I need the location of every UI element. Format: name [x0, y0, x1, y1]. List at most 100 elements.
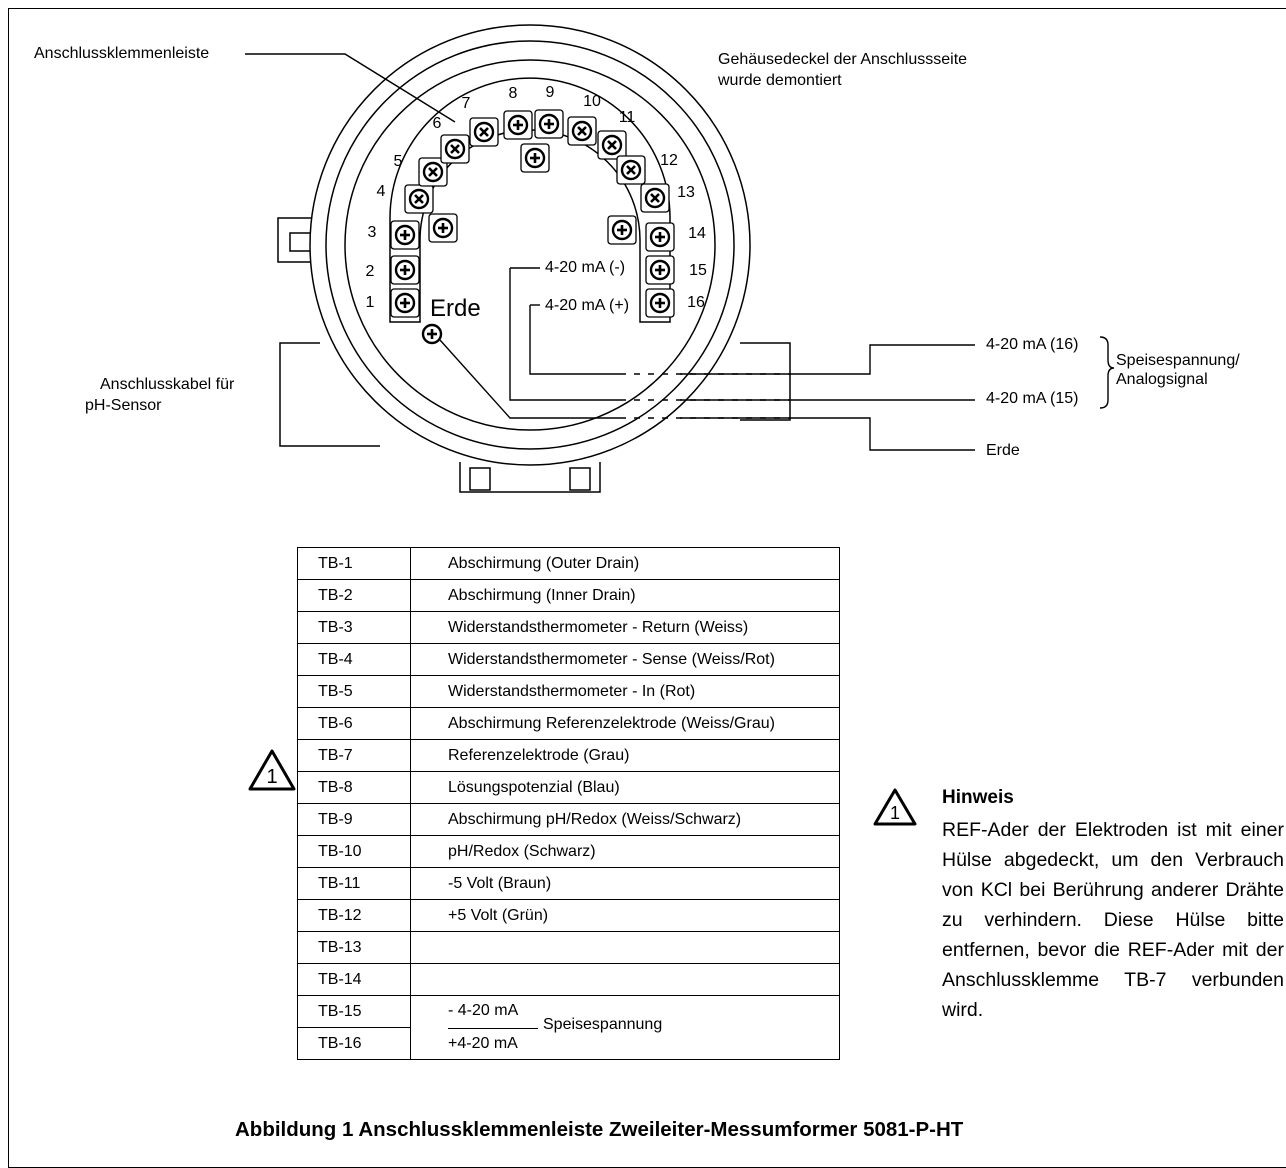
inner-screw — [428, 213, 458, 243]
terminal-number: 6 — [432, 115, 442, 132]
terminal-number: 11 — [618, 109, 636, 126]
earth-screw — [421, 323, 443, 345]
plus-wire-label: 4-20 mA (+) — [545, 297, 630, 314]
tb-cell: TB-15 — [297, 995, 411, 1028]
tb-cell: TB-5 — [297, 675, 411, 708]
description-cell — [410, 931, 840, 964]
tb-cell: TB-9 — [297, 803, 411, 836]
terminal-number: 14 — [688, 225, 706, 242]
description-cell: pH/Redox (Schwarz) — [410, 835, 840, 868]
table-row: TB-13 — [297, 931, 840, 964]
description-cell: Widerstandsthermometer - Return (Weiss) — [410, 611, 840, 644]
cable-label-line2: pH-Sensor — [85, 397, 162, 414]
terminal-screw — [645, 288, 675, 318]
svg-text:1: 1 — [266, 766, 277, 788]
terminal-screw — [640, 183, 670, 213]
minus-wire-label: 4-20 mA (-) — [545, 259, 626, 276]
tb-cell: TB-12 — [297, 899, 411, 932]
terminal-number: 5 — [393, 153, 403, 170]
tb-cell: TB-2 — [297, 579, 411, 612]
terminal-number: 7 — [461, 95, 471, 112]
earth-terminal-label: Erde — [430, 295, 481, 322]
table-row: TB-15 - 4-20 mA +4-20 mA Speisespannung — [297, 995, 840, 1060]
note-text: REF-Ader der Elektroden ist mit einer Hü… — [942, 819, 1284, 1021]
inner-screw — [607, 215, 637, 245]
table-row: TB-14 — [297, 963, 840, 996]
table-row: TB-12+5 Volt (Grün) — [297, 899, 840, 932]
terminal-number: 4 — [376, 183, 386, 200]
cable-label-line1: Anschlusskabel für — [100, 376, 235, 393]
table-row: TB-16 — [297, 1027, 840, 1060]
description-cell: Abschirmung pH/Redox (Weiss/Schwarz) — [410, 803, 840, 836]
tb-cell: TB-10 — [297, 835, 411, 868]
tb-cell: TB-3 — [297, 611, 411, 644]
cover-label-line1: Gehäusedeckel der Anschlussseite — [718, 51, 968, 68]
svg-text:1: 1 — [890, 803, 900, 823]
terminal-screws — [390, 109, 675, 345]
supply-bracket-label-line1: Speisespannung/ — [1116, 352, 1240, 369]
tb-cell: TB-1 — [297, 547, 411, 580]
terminal-screw — [645, 255, 675, 285]
terminal-number: 8 — [508, 85, 518, 102]
description-cell: +5 Volt (Grün) — [410, 899, 840, 932]
tb-cell: TB-16 — [297, 1027, 411, 1060]
terminal-screw — [597, 130, 627, 160]
terminal-screw — [404, 184, 434, 214]
tb-cell: TB-14 — [297, 963, 411, 996]
inner-screw — [520, 143, 550, 173]
warning-triangle-icon: 1 — [248, 749, 296, 791]
tb-cell: TB-11 — [297, 867, 411, 900]
terminal-screw — [418, 157, 448, 187]
terminal-strip-label: Anschlussklemmenleiste — [34, 45, 210, 62]
terminal-number: 15 — [689, 262, 707, 279]
terminal-screw — [440, 134, 470, 164]
supply-group-label: Speisespannung — [543, 1016, 663, 1033]
divider — [448, 1028, 538, 1029]
terminal-screw — [390, 220, 420, 250]
tb-cell: TB-6 — [297, 707, 411, 740]
output-earth-label: Erde — [986, 442, 1020, 459]
tb-cell: TB-7 — [297, 739, 411, 772]
description-cell: Lösungspotenzial (Blau) — [410, 771, 840, 804]
note-title: Hinweis — [942, 787, 1014, 808]
tb-cell: TB-4 — [297, 643, 411, 676]
warning-triangle-icon: 1 — [873, 788, 917, 826]
tb-cell: TB-8 — [297, 771, 411, 804]
output-15-label: 4-20 mA (15) — [986, 390, 1079, 407]
terminal-screw — [390, 288, 420, 318]
terminal-number: 10 — [583, 93, 601, 110]
description-cell: Referenzelektrode (Grau) — [410, 739, 840, 772]
terminal-number: 9 — [545, 84, 555, 101]
tb16-desc: +4-20 mA — [448, 1035, 518, 1052]
description-cell — [410, 963, 840, 996]
terminal-screw — [503, 110, 533, 140]
wiring-diagram — [245, 24, 1115, 493]
description-cell: Widerstandsthermometer - In (Rot) — [410, 675, 840, 708]
description-cell: Abschirmung (Outer Drain) — [410, 547, 840, 580]
terminal-number: 13 — [677, 184, 695, 201]
terminal-number: 2 — [365, 263, 375, 280]
terminal-number: 1 — [365, 294, 375, 311]
terminal-screw — [390, 255, 420, 285]
terminal-number: 16 — [687, 294, 705, 311]
tb-cell: TB-13 — [297, 931, 411, 964]
table-row: TB-11-5 Volt (Braun) — [297, 867, 840, 900]
description-cell: Abschirmung (Inner Drain) — [410, 579, 840, 612]
terminal-screw — [645, 222, 675, 252]
description-cell: Abschirmung Referenzelektrode (Weiss/Gra… — [410, 707, 840, 740]
terminal-screw — [469, 117, 499, 147]
supply-group-cell: - 4-20 mA +4-20 mA Speisespannung — [410, 995, 840, 1060]
terminal-number: 3 — [367, 224, 377, 241]
terminal-screw — [567, 116, 597, 146]
description-cell: -5 Volt (Braun) — [410, 867, 840, 900]
